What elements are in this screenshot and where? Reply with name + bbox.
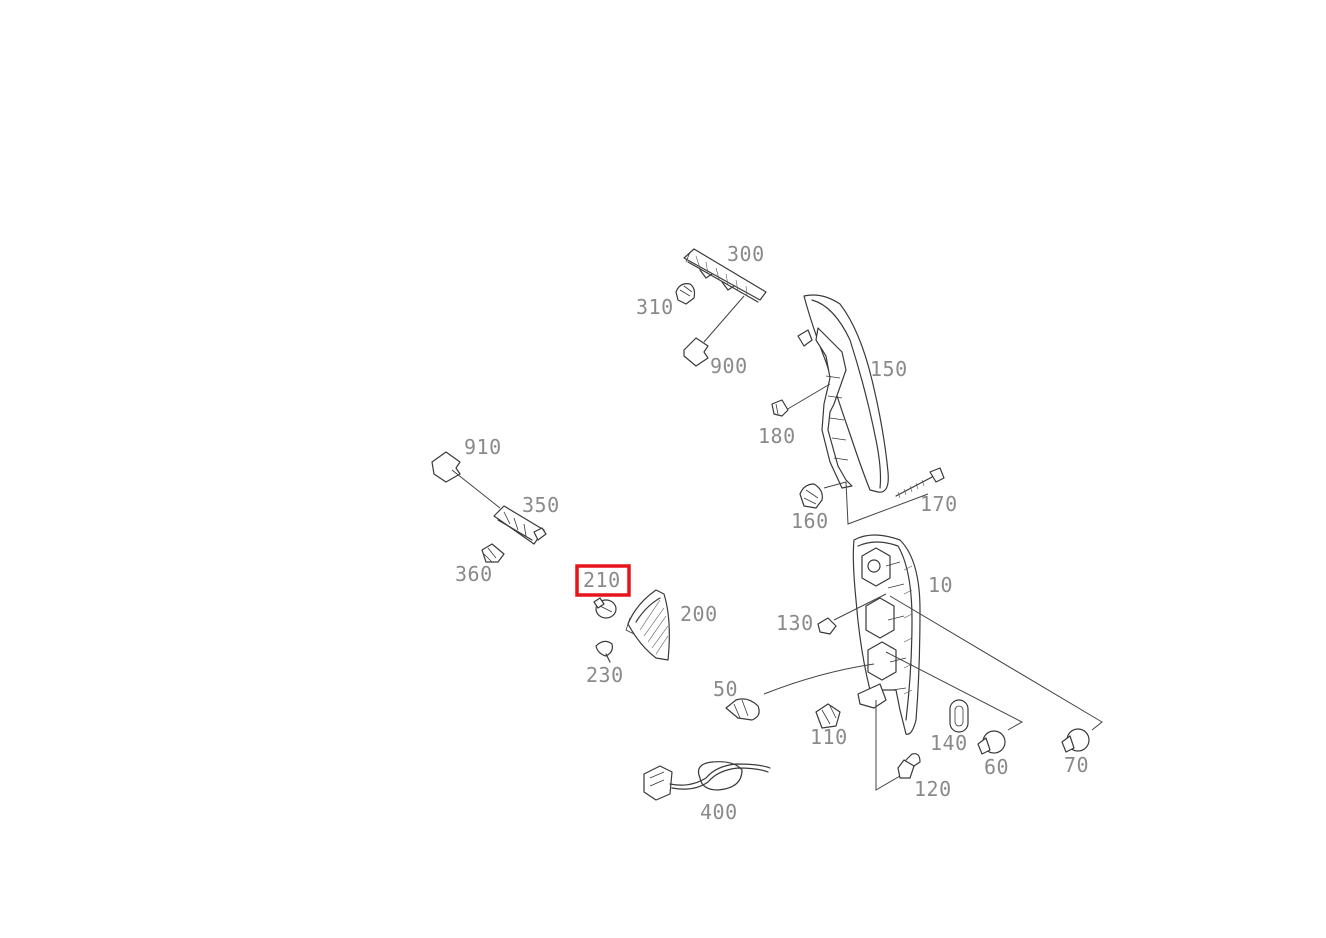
part-200-drawing[interactable] — [625, 589, 670, 661]
label-910[interactable]: 910 — [464, 435, 502, 459]
label-120[interactable]: 120 — [914, 777, 952, 801]
label-110[interactable]: 110 — [810, 725, 848, 749]
part-400-drawing[interactable] — [643, 761, 771, 801]
label-60[interactable]: 60 — [984, 755, 1009, 779]
part-10-drawing[interactable] — [763, 534, 1103, 791]
part-360-drawing[interactable] — [481, 543, 505, 563]
part-300-drawing[interactable] — [683, 248, 767, 303]
part-910-drawing[interactable] — [431, 451, 501, 509]
part-140-drawing[interactable] — [949, 699, 969, 733]
label-900[interactable]: 900 — [710, 354, 748, 378]
part-160-drawing[interactable] — [799, 481, 929, 525]
part-150-drawing[interactable] — [785, 294, 889, 493]
label-160[interactable]: 160 — [791, 509, 829, 533]
part-60-drawing[interactable] — [977, 730, 1006, 755]
label-200[interactable]: 200 — [680, 602, 718, 626]
part-310-drawing[interactable] — [675, 283, 696, 305]
part-50-drawing[interactable] — [725, 698, 760, 721]
label-360[interactable]: 360 — [455, 562, 493, 586]
label-350[interactable]: 350 — [522, 493, 560, 517]
selected-part-highlight — [575, 564, 631, 597]
label-310[interactable]: 310 — [636, 295, 674, 319]
label-150[interactable]: 150 — [870, 357, 908, 381]
part-170-drawing[interactable] — [895, 467, 945, 499]
label-70[interactable]: 70 — [1064, 753, 1089, 777]
label-50[interactable]: 50 — [713, 677, 738, 701]
part-130-drawing[interactable] — [817, 617, 837, 635]
part-70-drawing[interactable] — [1061, 728, 1090, 753]
label-300[interactable]: 300 — [727, 242, 765, 266]
label-210[interactable]: 210 — [583, 568, 621, 592]
part-120-drawing[interactable] — [897, 753, 921, 779]
label-400[interactable]: 400 — [700, 800, 738, 824]
label-10[interactable]: 10 — [928, 573, 953, 597]
part-350-drawing[interactable] — [493, 505, 547, 545]
part-180-drawing[interactable] — [771, 399, 789, 417]
part-labels: 300 310 900 150 180 910 350 360 170 160 … — [455, 242, 1089, 824]
label-130[interactable]: 130 — [776, 611, 814, 635]
part-900-drawing[interactable] — [683, 295, 745, 367]
part-210-drawing[interactable] — [593, 597, 617, 619]
part-110-drawing[interactable] — [815, 703, 841, 729]
label-180[interactable]: 180 — [758, 424, 796, 448]
part-230-drawing[interactable] — [595, 640, 613, 663]
label-140[interactable]: 140 — [930, 731, 968, 755]
label-170[interactable]: 170 — [920, 492, 958, 516]
label-230[interactable]: 230 — [586, 663, 624, 687]
